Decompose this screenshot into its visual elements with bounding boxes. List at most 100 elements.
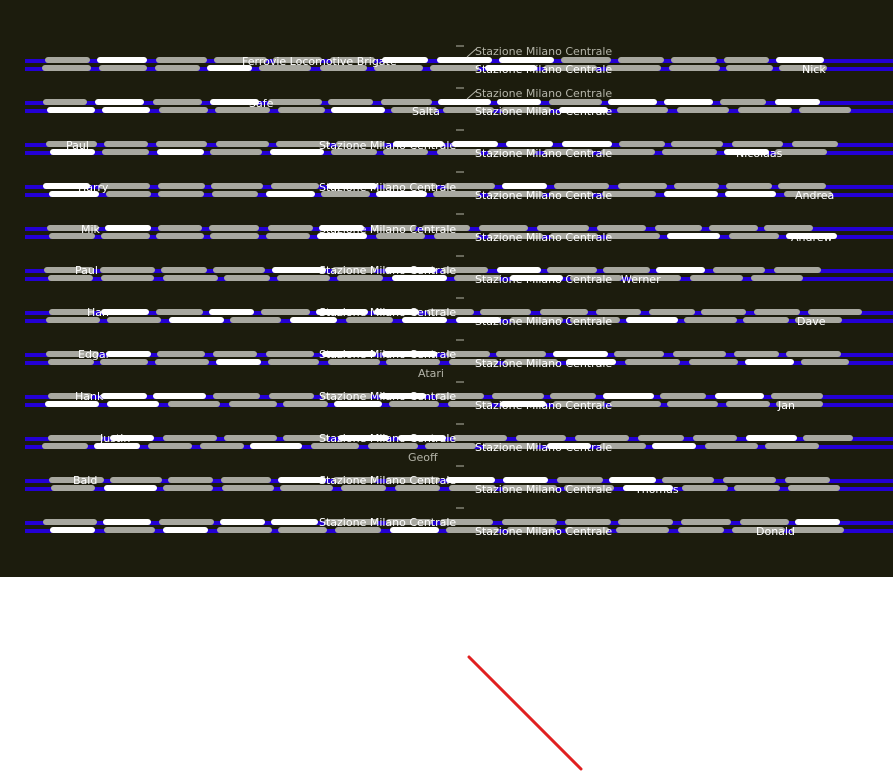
driver-label[interactable]: Bald <box>73 474 98 487</box>
train-car-active <box>250 443 302 449</box>
train-car <box>619 141 665 147</box>
station-label[interactable]: Stazione Milano Centrale <box>319 223 457 236</box>
driver-label[interactable]: Andrea <box>795 189 835 202</box>
station-label-top[interactable]: Stazione Milano Centrale <box>475 45 613 58</box>
train-car <box>163 275 218 281</box>
railway-board[interactable]: Ferrovie Locomotive Brigate Stazione Mil… <box>0 0 893 577</box>
train-car <box>425 443 476 449</box>
station-label[interactable]: Stazione Milano Centrale <box>319 264 457 277</box>
train-car <box>492 393 544 399</box>
station-label[interactable]: Stazione Milano Centrale <box>475 441 613 454</box>
train-car-active <box>210 99 259 105</box>
train-car <box>213 267 265 273</box>
train-car <box>391 107 437 113</box>
station-label[interactable]: Stazione Milano Centrale <box>319 348 457 361</box>
train-car <box>224 435 277 441</box>
train-car <box>335 527 381 533</box>
train-car <box>446 351 490 357</box>
station-label-top[interactable]: Stazione Milano Centrale <box>475 87 613 100</box>
station-label[interactable]: Stazione Milano Centrale <box>319 432 457 445</box>
driver-label[interactable]: Nicolaas <box>736 147 783 160</box>
station-label[interactable]: Stazione Milano Centrale <box>475 63 613 76</box>
train-car <box>427 309 474 315</box>
station-label[interactable]: Stazione Milano Centrale <box>475 105 613 118</box>
train-car-active <box>510 275 563 281</box>
train-car <box>214 57 267 63</box>
train-car-active <box>664 99 713 105</box>
train-car-active <box>322 351 376 357</box>
driver-label[interactable]: Justin <box>100 432 131 445</box>
train-car <box>682 485 728 491</box>
station-label[interactable]: Stazione Milano Centrale <box>319 474 457 487</box>
driver-label[interactable]: Paul <box>75 264 98 277</box>
station-label[interactable]: Stazione Milano Centrale <box>319 181 457 194</box>
driver-label[interactable]: Donald <box>756 525 795 538</box>
station-label[interactable]: Stazione Milano Centrale <box>475 231 613 244</box>
train-car <box>565 527 609 533</box>
train-car-active <box>656 267 705 273</box>
station-label[interactable]: Stazione Milano Centrale <box>475 357 613 370</box>
driver-label[interactable]: Werner <box>621 273 661 286</box>
train-car <box>442 267 488 273</box>
train-car-active <box>374 309 419 315</box>
train-car <box>729 233 779 239</box>
train-car <box>437 149 481 155</box>
train-car-active <box>485 65 537 71</box>
train-car-active <box>47 107 95 113</box>
train-car <box>278 527 327 533</box>
train-car <box>346 317 393 323</box>
driver-label[interactable]: Atari <box>418 367 444 380</box>
driver-label[interactable]: Edgar <box>78 348 111 361</box>
train-car <box>110 477 162 483</box>
train-car-active <box>385 267 436 273</box>
driver-label[interactable]: Mik <box>81 223 100 236</box>
station-label[interactable]: Stazione Milano Centrale <box>319 390 457 403</box>
driver-label[interactable]: Paul <box>66 139 89 152</box>
station-label[interactable]: Stazione Milano Centrale <box>475 315 613 328</box>
train-car-active <box>547 443 591 449</box>
station-label[interactable]: Stazione Milano Centrale <box>319 516 457 529</box>
driver-label[interactable]: Thomas <box>635 483 679 496</box>
driver-label[interactable]: Safe <box>249 97 274 110</box>
driver-label[interactable]: Dave <box>797 315 826 328</box>
train-car-active <box>725 191 776 197</box>
train-car-active <box>623 485 673 491</box>
station-label[interactable]: Stazione Milano Centrale <box>475 399 613 412</box>
driver-label[interactable]: Salta <box>412 105 440 118</box>
driver-label[interactable]: Nick <box>802 63 826 76</box>
train-car <box>381 99 432 105</box>
train-car-active <box>317 233 367 239</box>
train-car <box>765 443 819 449</box>
train-car <box>332 267 376 273</box>
train-car-active <box>278 477 326 483</box>
pointer-line <box>467 655 583 771</box>
driver-label[interactable]: Harry <box>78 181 109 194</box>
train-car <box>625 359 680 365</box>
train-car <box>553 401 604 407</box>
train-car <box>276 141 330 147</box>
train-car <box>784 191 832 197</box>
driver-label[interactable]: Hank <box>75 390 104 403</box>
train-car <box>48 359 94 365</box>
station-label[interactable]: Stazione Milano Centrale <box>475 483 613 496</box>
driver-label[interactable]: Andrew <box>791 231 833 244</box>
driver-label[interactable]: Geoff <box>408 451 438 464</box>
station-label[interactable]: Stazione Milano Centrale <box>319 139 457 152</box>
train-car <box>504 359 558 365</box>
train-car <box>454 275 501 281</box>
train-car <box>799 107 851 113</box>
station-connector <box>466 90 477 100</box>
station-label[interactable]: Stazione Milano Centrale <box>475 273 613 286</box>
station-label[interactable]: Stazione Milano Centrale <box>475 189 613 202</box>
train-car <box>48 435 103 441</box>
train-car <box>45 57 90 63</box>
station-label[interactable]: Stazione Milano Centrale <box>475 147 613 160</box>
driver-label[interactable]: Jan <box>778 399 795 412</box>
train-car-active <box>398 435 446 441</box>
train-car <box>564 485 614 491</box>
driver-label[interactable]: Han <box>87 306 109 319</box>
train-car <box>156 309 203 315</box>
station-label[interactable]: Stazione Milano Centrale <box>475 525 613 538</box>
train-car <box>618 57 664 63</box>
station-label[interactable]: Stazione Milano Centrale <box>319 306 457 319</box>
